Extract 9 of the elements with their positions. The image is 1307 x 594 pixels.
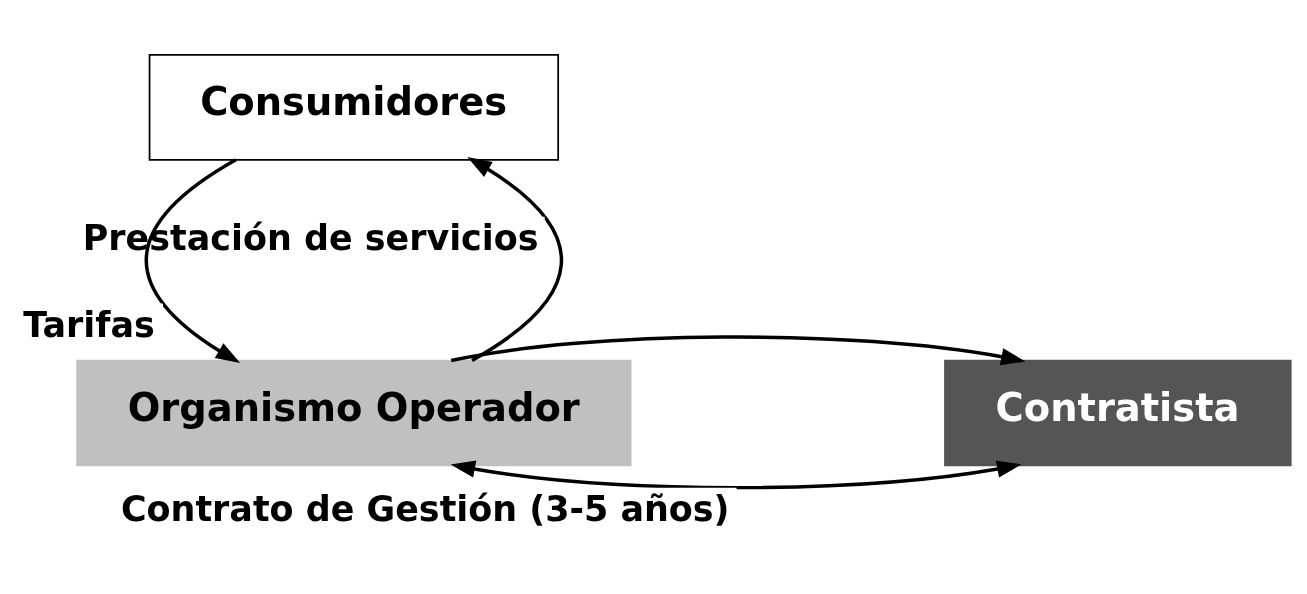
arrow [144, 157, 241, 363]
node-box: Consumidores [148, 53, 560, 161]
arrow [467, 156, 563, 362]
edge-label: Contrato de Gestión (3-5 años) [121, 488, 730, 529]
edge-label: Tarifas [23, 304, 155, 345]
arrow [450, 334, 1026, 365]
node-box: Contratista [944, 359, 1292, 466]
arrow [450, 460, 1022, 489]
node-box: Organismo Operador [76, 359, 632, 466]
